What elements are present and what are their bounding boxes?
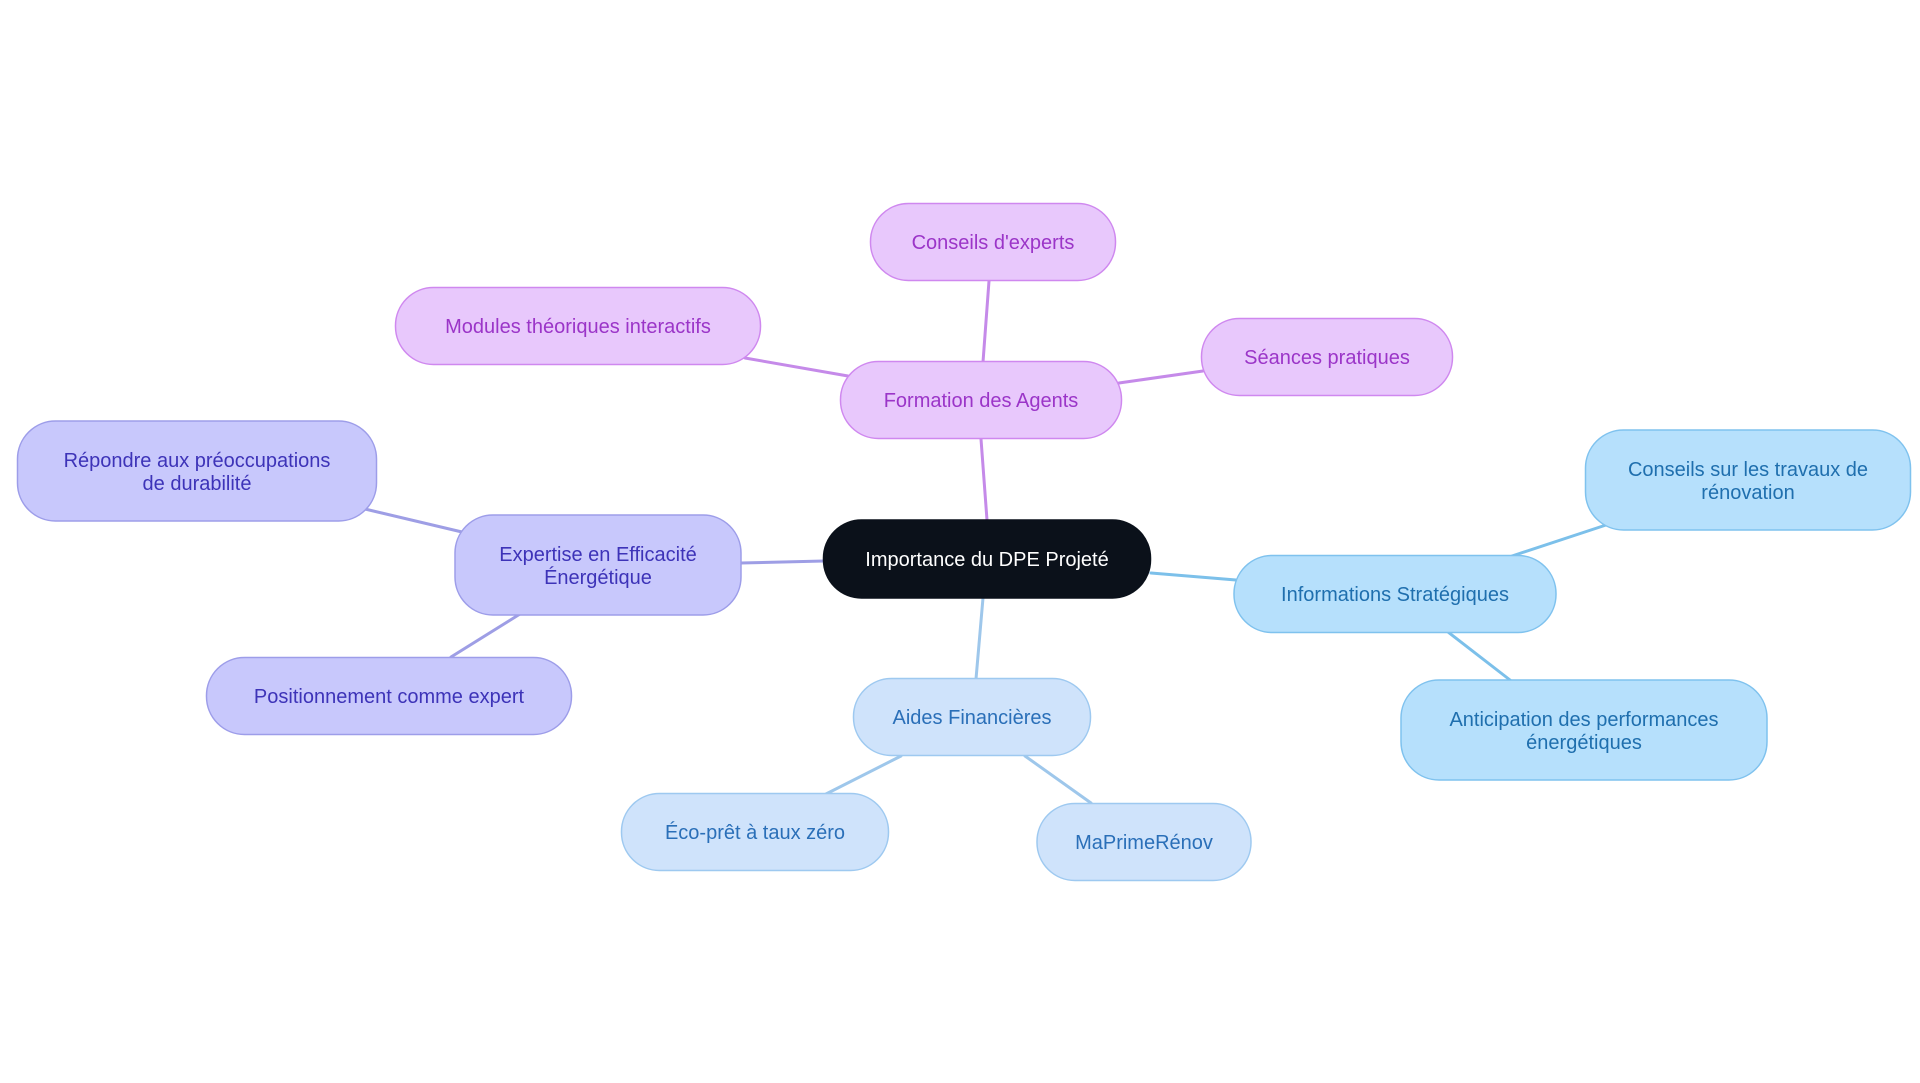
node-shape-anticipation [1400, 679, 1768, 781]
node-shape-expertise [454, 514, 742, 616]
node-positionnement[interactable]: Positionnement comme expert [205, 656, 573, 736]
edge-expertise [739, 559, 826, 565]
node-label-aides: Aides Financières [893, 707, 1052, 729]
node-formation[interactable]: Formation des Agents [839, 360, 1123, 440]
node-label-eco-pret: Éco-prêt à taux zéro [665, 821, 845, 844]
node-label-maprimerenov: MaPrimeRénov [1075, 832, 1213, 854]
node-shape-conseils-travaux [1584, 429, 1912, 531]
edge-conseils-travaux [1510, 523, 1608, 558]
edge-eco-pret [824, 754, 903, 796]
node-label-informations: Informations Stratégiques [1281, 584, 1509, 606]
node-shape-eco-pret [620, 792, 890, 872]
node-shape-modules [394, 286, 762, 366]
nodes-layer: Importance du DPE Projeté Formation des A… [16, 202, 1912, 882]
edge-informations [1149, 571, 1238, 582]
node-shape-maprimerenov [1036, 802, 1252, 882]
edge-positionnement [449, 612, 522, 659]
edge-anticipation [1446, 630, 1512, 682]
edge-maprimerenov [1023, 754, 1093, 805]
node-label-root: Importance du DPE Projeté [865, 549, 1108, 571]
node-seances[interactable]: Séances pratiques [1200, 317, 1454, 397]
edge-formation [979, 437, 989, 522]
node-label-conseils-experts: Conseils d'experts [912, 232, 1075, 254]
edges-layer [363, 279, 1608, 805]
node-shape-aides [852, 677, 1092, 757]
edge-modules [743, 356, 850, 378]
edge-aides [974, 596, 985, 681]
node-modules[interactable]: Modules théoriques interactifs [394, 286, 762, 366]
node-shape-positionnement [205, 656, 573, 736]
node-shape-conseils-experts [869, 202, 1117, 282]
node-eco-pret[interactable]: Éco-prêt à taux zéro [620, 792, 890, 872]
edge-seances [1117, 369, 1205, 385]
edge-conseils-experts [981, 279, 991, 364]
edge-repondre [363, 507, 464, 534]
node-conseils-experts[interactable]: Conseils d'experts [869, 202, 1117, 282]
node-root[interactable]: Importance du DPE Projeté [822, 519, 1152, 599]
node-shape-formation [839, 360, 1123, 440]
node-informations[interactable]: Informations Stratégiques [1233, 554, 1557, 634]
node-label-modules: Modules théoriques interactifs [445, 316, 711, 338]
node-shape-seances [1200, 317, 1454, 397]
node-shape-root [822, 519, 1152, 599]
node-shape-repondre [16, 420, 378, 522]
node-maprimerenov[interactable]: MaPrimeRénov [1036, 802, 1252, 882]
node-label-seances: Séances pratiques [1244, 347, 1410, 369]
node-shape-informations [1233, 554, 1557, 634]
node-aides[interactable]: Aides Financières [852, 677, 1092, 757]
node-label-formation: Formation des Agents [884, 390, 1079, 412]
node-label-positionnement: Positionnement comme expert [254, 686, 525, 708]
